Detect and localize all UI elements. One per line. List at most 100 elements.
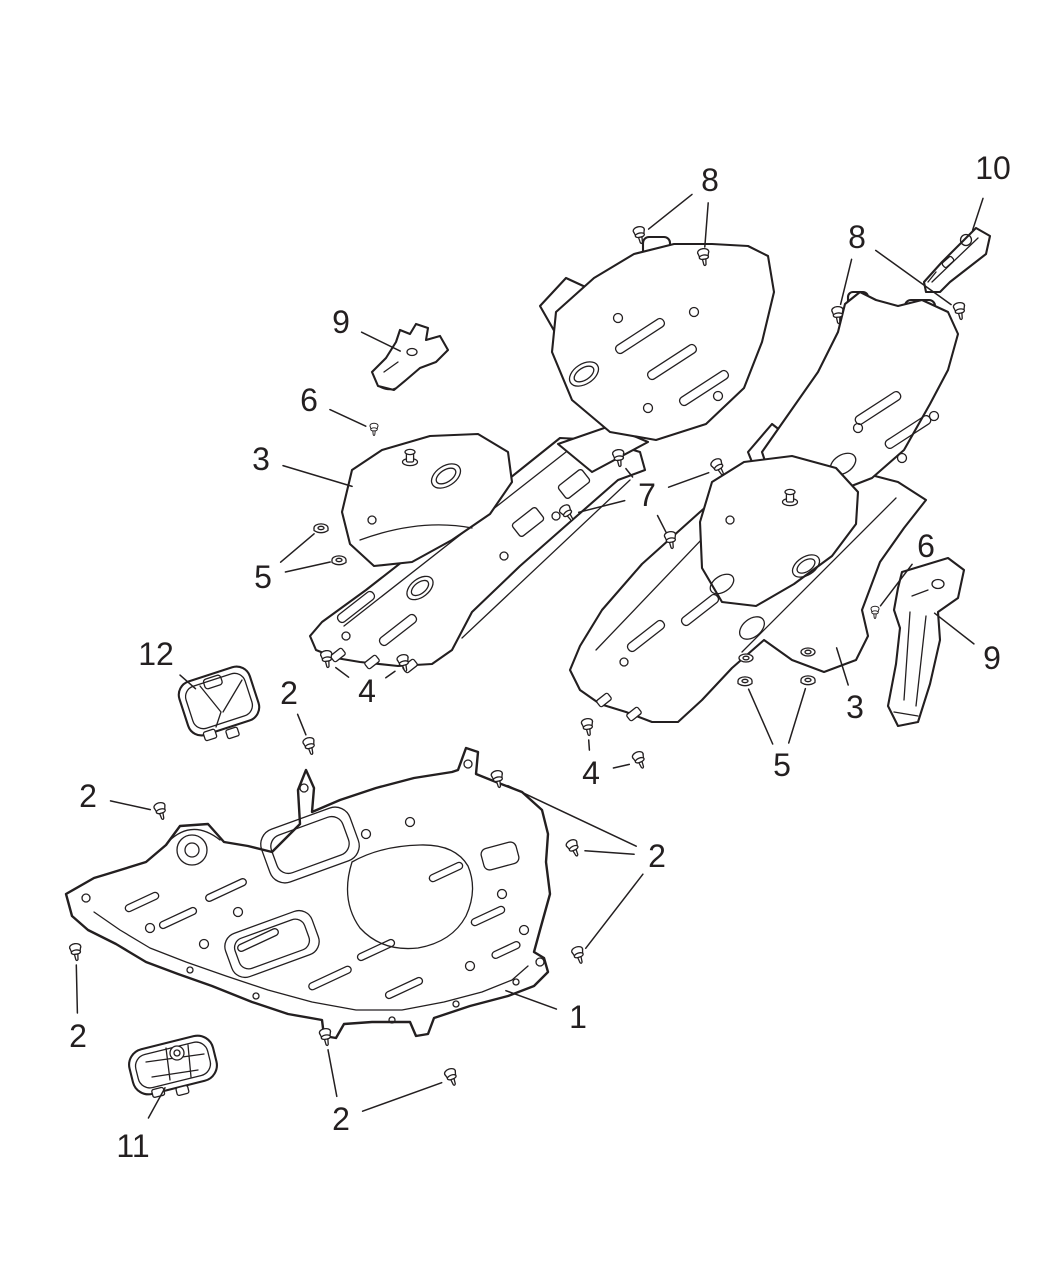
push-pin-screw — [301, 735, 319, 757]
callout-7: 7 — [577, 467, 710, 533]
mount-box — [557, 469, 591, 499]
push-pin-screw — [319, 649, 335, 669]
oval-hole — [430, 463, 462, 489]
band-panel-left — [308, 436, 647, 674]
tow-hook — [167, 828, 221, 866]
nut-boss — [800, 647, 816, 657]
callout-label-9: 9 — [983, 640, 1001, 676]
slot-rib — [680, 593, 720, 627]
shield-ribs — [124, 861, 521, 1000]
leader-line — [385, 670, 396, 679]
callout-5: 5 — [747, 687, 807, 783]
push-pin-screw — [68, 942, 84, 962]
callout-8: 8 — [647, 162, 719, 248]
leader-line — [296, 713, 307, 736]
leader-line — [505, 989, 558, 1010]
callout-8: 8 — [839, 219, 952, 306]
push-pin-screw — [369, 422, 379, 436]
screw-hole — [688, 306, 700, 318]
center-cutout — [346, 844, 474, 950]
leader-line — [360, 331, 401, 352]
bracket-9-right — [886, 556, 966, 728]
leader-line — [109, 800, 152, 811]
callout-6: 6 — [879, 528, 935, 607]
leader-line — [147, 1087, 166, 1119]
screw-hole — [341, 631, 351, 641]
callout-2: 2 — [69, 964, 87, 1054]
callout-label-4: 4 — [358, 673, 376, 709]
bracket-hole — [959, 233, 973, 247]
callout-label-6: 6 — [917, 528, 935, 564]
callout-3: 3 — [252, 441, 353, 488]
push-pin-screw — [152, 800, 170, 822]
screw-hole — [725, 515, 735, 525]
callout-label-11: 11 — [116, 1128, 149, 1164]
floor-pan-right-assembly — [568, 290, 960, 724]
screw-hole — [712, 390, 724, 402]
callout-6: 6 — [300, 382, 367, 427]
push-pin-screw — [442, 1066, 461, 1088]
callout-label-3: 3 — [252, 441, 270, 477]
callout-label-2: 2 — [280, 675, 298, 711]
callout-label-8: 8 — [701, 162, 719, 198]
callout-3: 3 — [835, 647, 864, 725]
leader-line — [282, 464, 353, 488]
callout-label-8: 8 — [848, 219, 866, 255]
push-pin-screw — [870, 605, 880, 619]
leader-line — [584, 850, 635, 856]
leader-line — [179, 674, 197, 690]
mount-tab — [596, 692, 612, 708]
callout-label-12: 12 — [138, 636, 174, 672]
callout-label-1: 1 — [569, 999, 587, 1035]
leader-line — [835, 647, 849, 686]
screw-hole — [928, 410, 940, 422]
opening — [480, 841, 520, 871]
leader-line — [587, 739, 591, 751]
floor-pan-left-assembly — [308, 235, 776, 674]
push-pin-screw — [564, 837, 583, 859]
access-cover-11 — [128, 1034, 218, 1098]
bracket-9-left — [370, 322, 450, 392]
callout-4: 4 — [582, 739, 631, 791]
splash-shield — [64, 746, 552, 1040]
callout-2: 2 — [79, 778, 152, 814]
nut-fastener — [800, 675, 816, 686]
slot-rib — [336, 590, 376, 624]
push-pin-screw — [318, 1027, 334, 1048]
oval-hole — [791, 554, 821, 578]
oval-hole — [406, 575, 434, 601]
leader-line — [75, 964, 79, 1014]
push-pin-screw — [580, 717, 596, 738]
leader-line — [971, 197, 984, 231]
leader-line — [879, 563, 913, 607]
leader-line — [625, 467, 634, 478]
callout-12: 12 — [138, 636, 197, 690]
cover-tab — [202, 728, 218, 742]
screw-hole — [896, 452, 908, 464]
slot-rib — [614, 317, 666, 355]
screw-hole — [367, 515, 377, 525]
callout-label-7: 7 — [638, 477, 656, 513]
mount-tab — [330, 647, 346, 663]
opening — [260, 806, 360, 884]
push-pin-screw — [952, 301, 968, 322]
leader-line — [656, 514, 667, 533]
callout-label-10: 10 — [975, 150, 1011, 186]
mount-box — [511, 507, 545, 537]
callout-5: 5 — [254, 533, 331, 595]
bracket-hole — [931, 578, 945, 590]
flange-tabs — [186, 966, 520, 1024]
push-pin-screw — [630, 749, 649, 771]
callout-label-2: 2 — [79, 778, 97, 814]
slot-rib — [854, 390, 902, 426]
screw-hole — [642, 402, 654, 414]
callout-10: 10 — [971, 150, 1011, 231]
screw-hole — [499, 551, 509, 561]
callout-label-5: 5 — [254, 559, 272, 595]
screw-hole — [551, 511, 561, 521]
leader-line — [933, 612, 975, 645]
leader-line — [279, 533, 315, 563]
leader-line — [335, 666, 350, 678]
leader-line — [577, 499, 626, 514]
